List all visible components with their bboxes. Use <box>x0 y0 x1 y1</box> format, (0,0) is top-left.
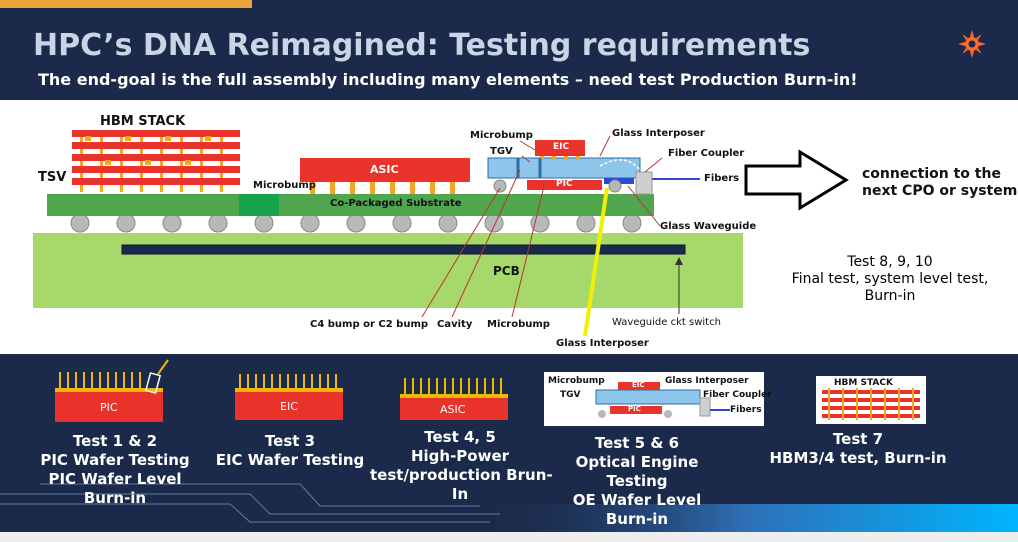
test-1-2-line-4: Burn-in <box>83 489 147 507</box>
oe-fiber-coupler-label: Fiber Coupler <box>703 390 772 400</box>
c4-bump-label: C4 bump or C2 bump <box>310 319 429 330</box>
hbm-stack-label: HBM STACK <box>100 114 186 129</box>
test-5-6-line-2: Optical Engine <box>575 453 699 471</box>
hbm-thumbnail-graphic <box>816 376 926 424</box>
microbump-left-label: Microbump <box>253 180 316 191</box>
test-4-5-caption: Test 4, 5 High-Power test/production Bru… <box>370 428 553 504</box>
co-packaged-substrate <box>47 194 654 216</box>
connection-text-line-2: next CPO or system <box>862 183 1018 199</box>
test-1-2-line-2: PIC Wafer Testing <box>40 451 190 469</box>
tests-panel: PIC EIC ASIC HBM STACK Microbump TGV EIC… <box>0 354 1018 532</box>
connection-text: connection to the next CPO or system <box>862 166 1017 200</box>
tsv-label: TSV <box>38 170 67 185</box>
connection-text-line-1: connection to the <box>862 166 1001 182</box>
bottom-strip <box>0 532 1018 542</box>
page-title: HPC’s DNA Reimagined: Testing requiremen… <box>33 28 811 63</box>
asic-label: ASIC <box>370 163 399 176</box>
final-test-line-2: Final test, system level test, <box>791 271 989 287</box>
pcb-label: PCB <box>493 264 520 278</box>
test-3-line-2: EIC Wafer Testing <box>215 451 365 469</box>
asic-chip-label: ASIC <box>440 403 466 416</box>
package-cross-section: HBM STACK TSV ASIC Microbump Co-Packaged… <box>0 100 1018 354</box>
final-test-line-3: Burn-in <box>864 288 916 304</box>
page-subtitle: The end-goal is the full assembly includ… <box>38 70 858 89</box>
brand-logo-icon <box>958 30 986 58</box>
pcb-board <box>33 233 743 308</box>
oe-pic-label: PIC <box>628 405 641 413</box>
header-bar: HPC’s DNA Reimagined: Testing requiremen… <box>0 0 1018 100</box>
test-4-5-line-2: High-Power <box>410 447 510 465</box>
glass-waveguide-label: Glass Waveguide <box>660 221 757 232</box>
asic-wafer-graphic <box>400 378 508 420</box>
test-3-caption: Test 3 EIC Wafer Testing <box>210 432 370 470</box>
oe-glass-interposer-label: Glass Interposer <box>665 376 749 386</box>
test-7-line-2: HBM3/4 test, Burn-in <box>769 449 947 467</box>
oe-eic-label: EIC <box>632 381 645 389</box>
tgv-label: TGV <box>490 146 513 157</box>
test-5-6-line-5: Burn-in <box>605 510 669 528</box>
glass-interposer-top-label: Glass Interposer <box>612 128 705 139</box>
cross-section-drawing <box>33 130 849 337</box>
final-test-line-1: Test 8, 9, 10 <box>847 254 933 270</box>
test-3-line-1: Test 3 <box>264 432 316 450</box>
blue-accent-bar <box>470 504 1018 532</box>
test-4-5-line-1: Test 4, 5 <box>424 428 496 446</box>
test-1-2-line-1: Test 1 & 2 <box>72 432 158 450</box>
fibers-label: Fibers <box>704 173 740 184</box>
test-4-5-line-4: In <box>451 485 469 503</box>
pic-label: PIC <box>556 179 573 189</box>
microbump-top-label: Microbump <box>470 130 533 141</box>
test-4-5-line-3: test/production Brun- <box>370 466 553 484</box>
tests-panel-graphics <box>0 359 1018 532</box>
eic-wafer-graphic <box>235 374 343 420</box>
hbm-stack <box>72 130 240 192</box>
eic-label: EIC <box>553 142 570 152</box>
pic-chip-label: PIC <box>100 401 118 414</box>
oe-tgv-label: TGV <box>560 390 581 400</box>
optical-engine <box>487 140 700 195</box>
test-5-6-caption: Test 5 & 6 Optical Engine Testing OE Waf… <box>562 434 712 529</box>
connection-arrow <box>744 149 849 211</box>
asic-die <box>300 158 470 194</box>
fiber-coupler-label: Fiber Coupler <box>668 148 745 159</box>
final-test-text: Test 8, 9, 10 Final test, system level t… <box>770 254 1010 305</box>
glass-interposer-pointer <box>583 187 609 337</box>
oe-fibers-label: Fibers <box>730 405 762 415</box>
test-7-caption: Test 7 HBM3/4 test, Burn-in <box>768 430 948 468</box>
test-5-6-line-1: Test 5 & 6 <box>594 434 680 452</box>
c4-bump-row <box>70 213 642 233</box>
test-7-line-1: Test 7 <box>832 430 884 448</box>
test-1-2-caption: Test 1 & 2 PIC Wafer Testing PIC Wafer L… <box>40 432 190 508</box>
substrate-label: Co-Packaged Substrate <box>330 198 462 209</box>
pcb-waveguide <box>121 244 686 255</box>
accent-stripe <box>0 0 252 8</box>
leader-lines <box>421 135 663 318</box>
circuit-traces <box>0 483 500 523</box>
microbump-bottom-label: Microbump <box>487 319 550 330</box>
test-1-2-line-3: PIC Wafer Level <box>48 470 182 488</box>
cavity-label: Cavity <box>437 319 473 330</box>
substrate-bridge <box>239 194 279 216</box>
test-5-6-line-4: OE Wafer Level <box>572 491 702 509</box>
test-5-6-line-3: Testing <box>606 472 668 490</box>
oe-microbump-label: Microbump <box>548 376 605 386</box>
waveguide-switch-label: Waveguide ckt switch <box>612 317 721 328</box>
glass-interposer-bottom-label: Glass Interposer <box>556 338 649 349</box>
pic-wafer-graphic <box>55 359 169 422</box>
hbm-chip-label: HBM STACK <box>834 378 893 388</box>
eic-chip-label: EIC <box>280 400 298 413</box>
oe-thumbnail-graphic <box>544 372 764 426</box>
